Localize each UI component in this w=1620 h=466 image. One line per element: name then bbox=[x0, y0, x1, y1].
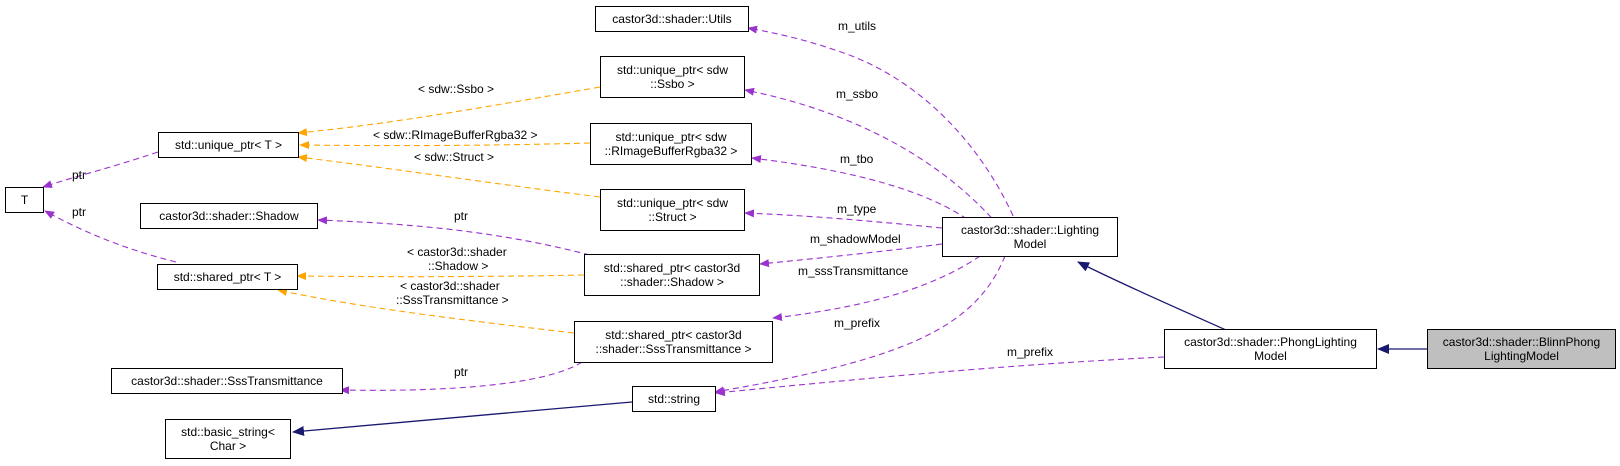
node-unique-ptr-struct[interactable]: std::unique_ptr< sdw ::Struct > bbox=[600, 189, 745, 231]
node-basic-string[interactable]: std::basic_string< Char > bbox=[165, 419, 291, 459]
node-std-string[interactable]: std::string bbox=[632, 386, 716, 412]
edge-tmpl-sss bbox=[277, 288, 575, 334]
edge-m-ssbo bbox=[744, 87, 999, 226]
edge-ptr-shadow bbox=[317, 216, 591, 256]
node-phong-lighting-model[interactable]: castor3d::shader::PhongLighting Model bbox=[1164, 329, 1377, 369]
edge-tmpl-struct bbox=[297, 154, 601, 198]
node-shadow[interactable]: castor3d::shader::Shadow bbox=[140, 203, 318, 229]
edge-label-m-utils: m_utils bbox=[838, 19, 876, 33]
edge-m-sssTransmittance bbox=[772, 255, 981, 321]
node-unique-ptr-rimage[interactable]: std::unique_ptr< sdw ::RImageBufferRgba3… bbox=[590, 123, 752, 165]
node-shared-ptr[interactable]: std::shared_ptr< T > bbox=[157, 264, 298, 290]
node-unique-ptr[interactable]: std::unique_ptr< T > bbox=[158, 132, 299, 158]
edge-m-prefix-phong bbox=[715, 356, 1165, 397]
node-sss-transmittance[interactable]: castor3d::shader::SssTransmittance bbox=[111, 368, 343, 394]
edge-label-ptr-shadow: ptr bbox=[454, 209, 468, 223]
edge-tmpl-ssbo bbox=[297, 86, 601, 137]
node-t[interactable]: T bbox=[5, 187, 44, 213]
edge-m-tbo bbox=[751, 155, 976, 226]
node-blinn-phong-lighting-model[interactable]: castor3d::shader::BlinnPhong LightingMod… bbox=[1427, 329, 1616, 369]
edge-ptr-unique bbox=[42, 151, 159, 188]
node-shared-ptr-sss[interactable]: std::shared_ptr< castor3d ::shader::SssT… bbox=[574, 321, 773, 363]
edge-label-tmpl-shadow-2: ::Shadow > bbox=[428, 259, 488, 273]
edge-label-m-sssTransmittance: m_sssTransmittance bbox=[798, 264, 909, 278]
edge-label-m-ssbo: m_ssbo bbox=[836, 87, 878, 101]
edge-m-shadowModel bbox=[759, 243, 943, 268]
node-unique-ptr-ssbo[interactable]: std::unique_ptr< sdw ::Ssbo > bbox=[600, 56, 745, 98]
edge-label-m-tbo: m_tbo bbox=[840, 152, 874, 166]
edge-inherit-string bbox=[292, 401, 633, 436]
edge-label-tmpl-shadow-1: < castor3d::shader bbox=[407, 245, 507, 259]
edge-label-tmpl-struct: < sdw::Struct > bbox=[414, 150, 494, 164]
edge-m-prefix-lighting bbox=[714, 255, 1006, 395]
edge-m-type bbox=[744, 209, 943, 229]
edge-label-ptr-unique: ptr bbox=[72, 168, 86, 182]
edge-tmpl-rimage bbox=[299, 141, 591, 150]
edge-ptr-sss bbox=[339, 355, 591, 395]
edge-inherit-lighting bbox=[1077, 261, 1227, 331]
node-shared-ptr-shadow[interactable]: std::shared_ptr< castor3d ::shader::Shad… bbox=[584, 254, 760, 296]
edge-label-ptr-shared: ptr bbox=[72, 205, 86, 219]
node-lighting-model[interactable]: castor3d::shader::Lighting Model bbox=[942, 217, 1118, 257]
edge-label-tmpl-ssbo: < sdw::Ssbo > bbox=[418, 82, 494, 96]
edge-label-tmpl-sss-2: ::SssTransmittance > bbox=[396, 293, 509, 307]
edge-tmpl-shadow bbox=[296, 272, 585, 281]
edge-label-m-prefix-lighting: m_prefix bbox=[834, 316, 880, 330]
edge-m-utils bbox=[747, 25, 1018, 226]
edge-label-m-type: m_type bbox=[837, 202, 877, 216]
edge-label-tmpl-sss-1: < castor3d::shader bbox=[400, 279, 500, 293]
edge-label-m-prefix-phong: m_prefix bbox=[1007, 345, 1053, 359]
edge-label-m-shadowModel: m_shadowModel bbox=[810, 232, 901, 246]
node-utils[interactable]: castor3d::shader::Utils bbox=[595, 6, 749, 32]
edge-label-tmpl-rimage: < sdw::RImageBufferRgba32 > bbox=[373, 128, 538, 142]
edge-label-ptr-sss: ptr bbox=[454, 365, 468, 379]
